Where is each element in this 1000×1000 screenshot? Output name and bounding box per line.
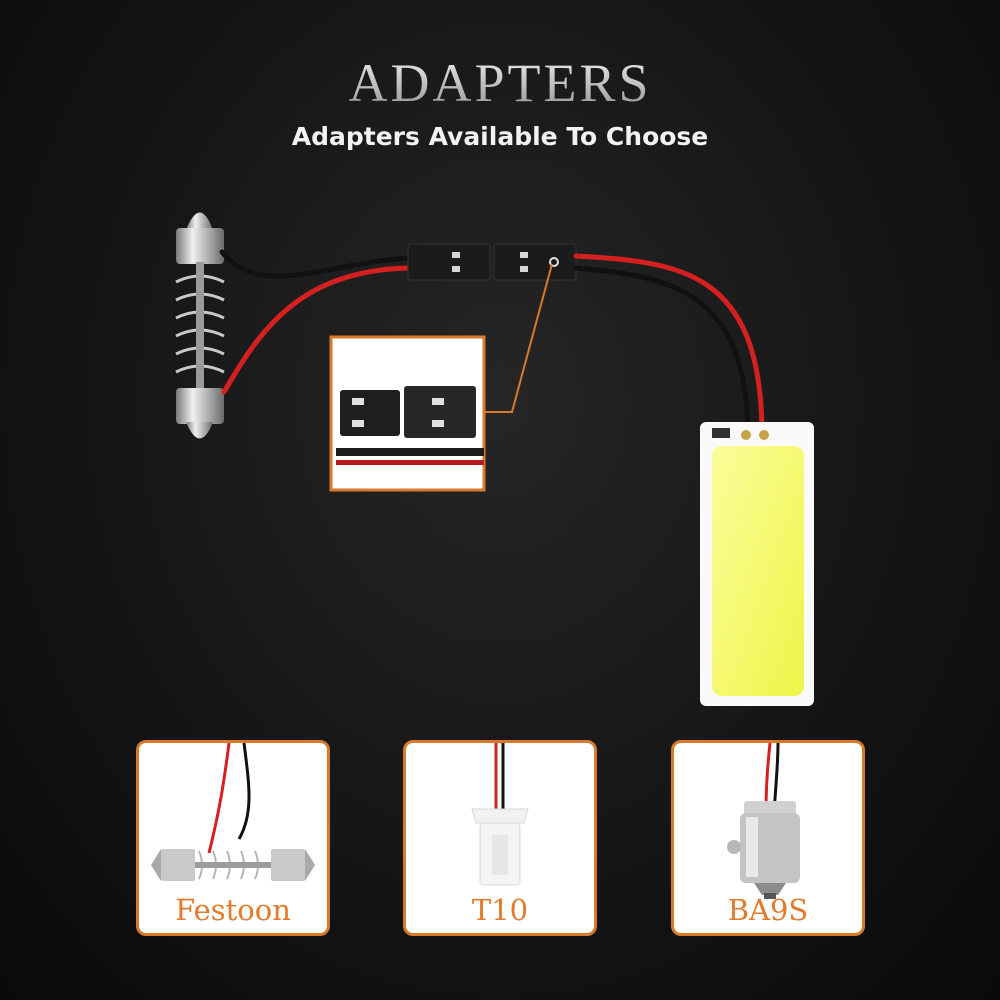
wire-connector [407, 243, 577, 281]
connector-zoom-inset [329, 335, 486, 492]
adapter-label-ba9s: BA9S [727, 893, 809, 927]
festoon-bulb-icon [175, 212, 225, 439]
adapter-card-festoon: Festoon [136, 740, 330, 936]
festoon-bulb-icon [151, 743, 315, 881]
connector-callout [484, 263, 553, 413]
adapter-card-ba9s: BA9S [671, 740, 865, 936]
page-subtitle: Adapters Available To Choose [291, 122, 709, 151]
wire-harness-right [573, 253, 765, 433]
adapter-card-t10: T10 [403, 740, 597, 936]
led-panel [700, 422, 814, 706]
product-illustration [175, 212, 814, 706]
t10-wedge-socket-icon [471, 743, 529, 886]
adapter-label-festoon: Festoon [175, 893, 291, 927]
adapter-label-t10: T10 [471, 893, 529, 927]
page-title: ADAPTERS [0, 52, 1000, 114]
ba9s-bayonet-base-icon [727, 743, 800, 899]
wire-harness-left [219, 249, 413, 395]
